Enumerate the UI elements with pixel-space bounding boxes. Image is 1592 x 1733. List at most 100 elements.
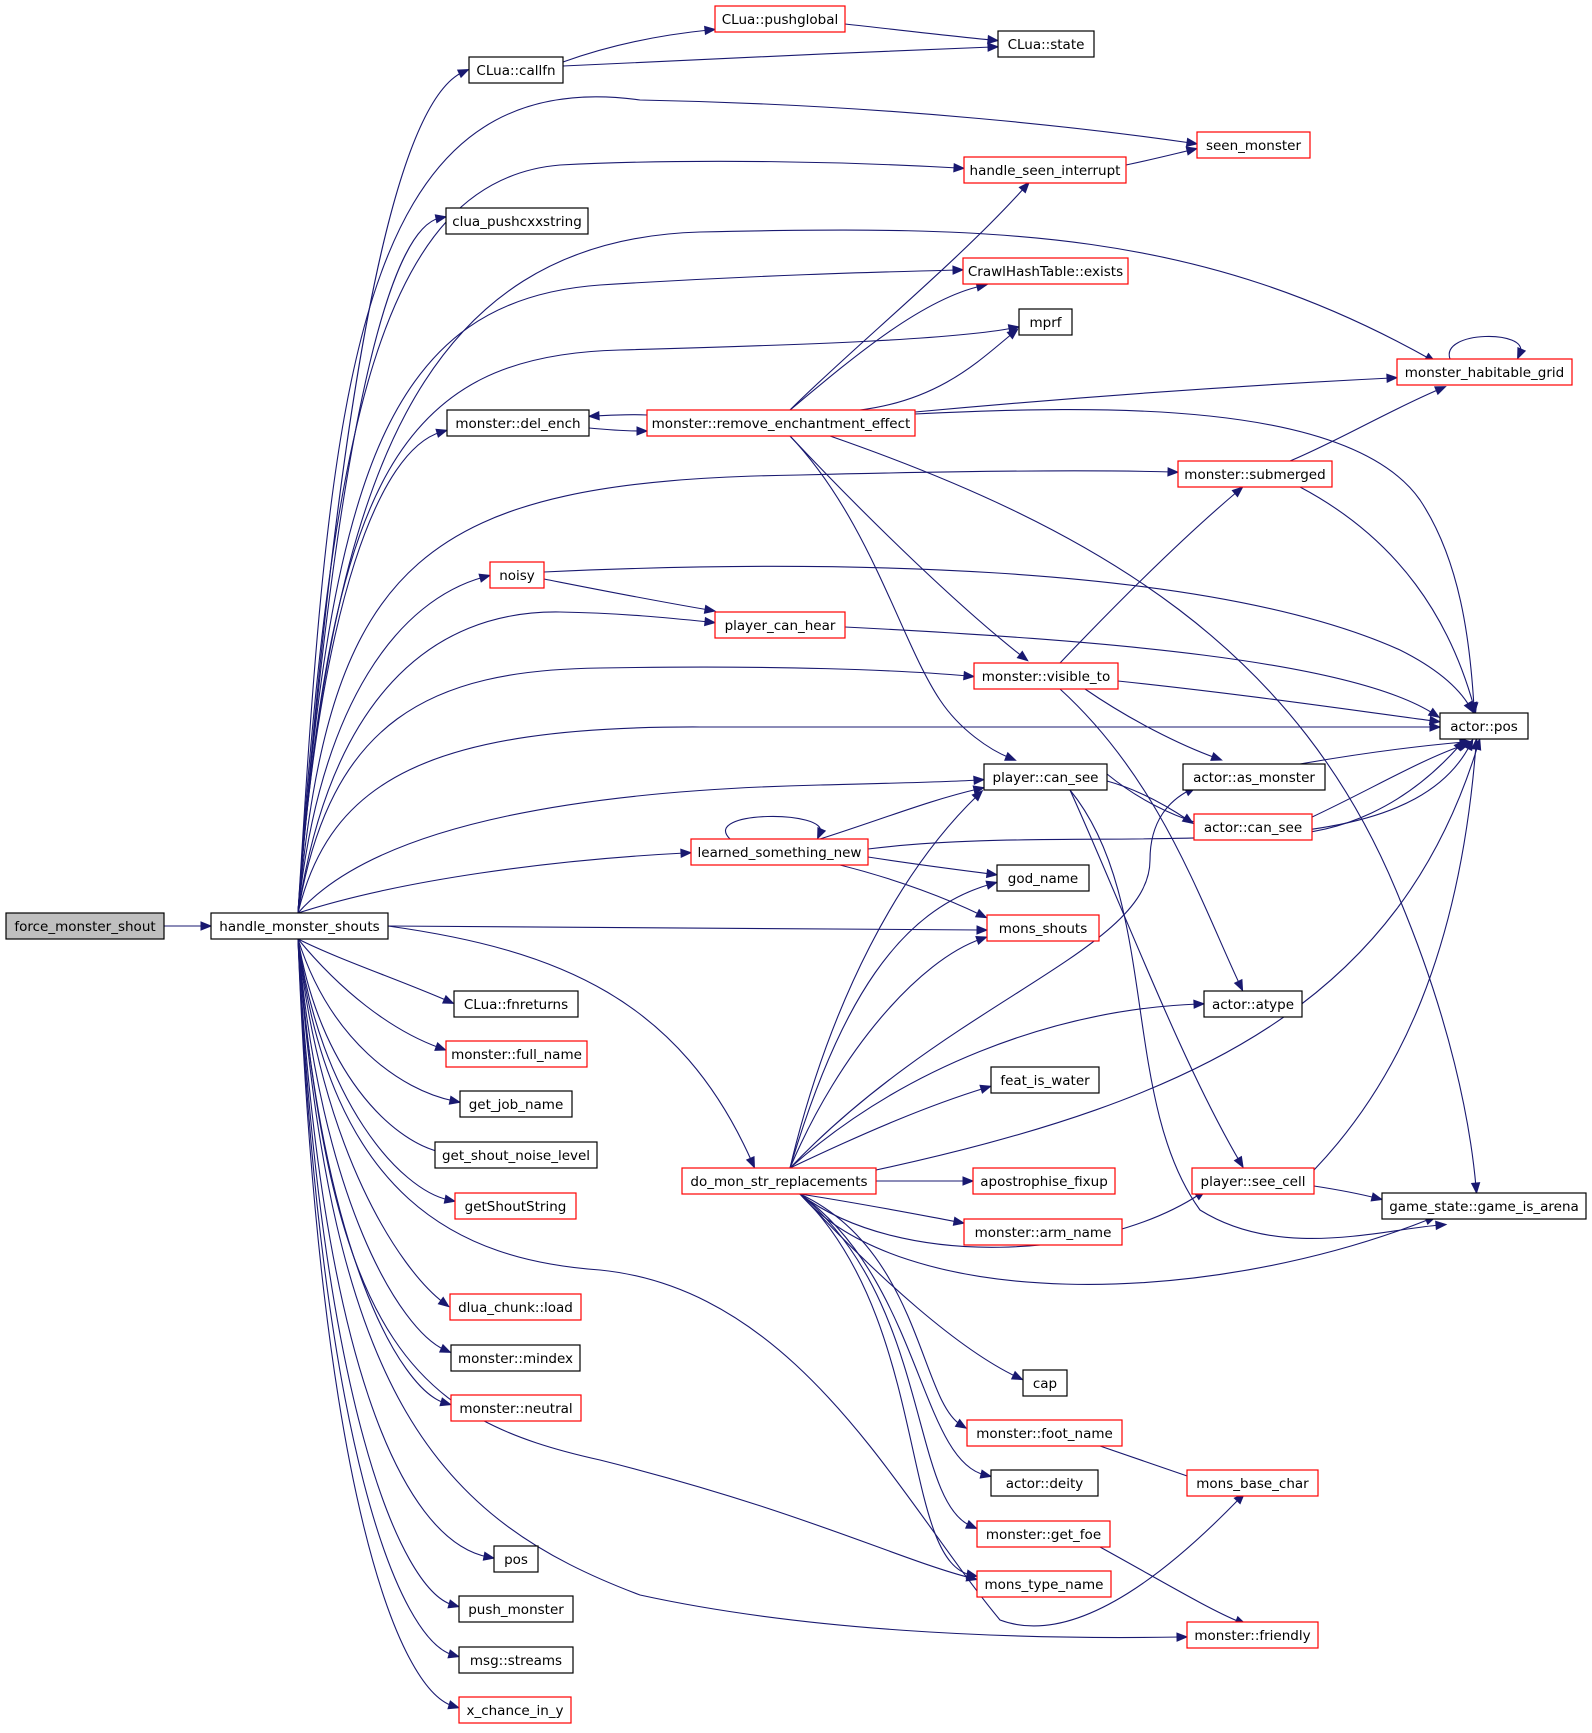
graph-node[interactable]: CrawlHashTable::exists [962,257,1129,285]
node-box [1196,131,1311,159]
graph-node[interactable]: force_monster_shout [5,912,165,940]
call-edge [297,428,449,914]
graph-node[interactable]: monster::submerged [1177,460,1333,488]
call-edge [789,880,999,1169]
graph-node[interactable]: handle_seen_interrupt [963,156,1127,184]
edge-arrowhead [448,1095,462,1105]
graph-node[interactable]: apostrophise_fixup [972,1167,1116,1195]
graph-node[interactable]: pos [493,1545,539,1573]
call-edge [799,1193,1024,1381]
graph-node[interactable]: actor::as_monster [1182,763,1326,791]
edge-arrowhead [1429,722,1442,732]
node-label: push_monster [468,1602,564,1618]
graph-node[interactable]: actor::deity [990,1469,1099,1497]
node-box [1396,358,1573,386]
edge-arrowhead [1470,1182,1481,1195]
node-label: monster::full_name [451,1047,582,1063]
graph-node[interactable]: CLua::state [997,30,1095,58]
node-label: CLua::state [1008,37,1085,53]
graph-node[interactable]: mprf [1018,308,1073,336]
graph-node[interactable]: actor::atype [1203,990,1303,1018]
graph-node[interactable]: monster::full_name [445,1040,588,1068]
edge-line [829,435,1477,1188]
graph-node[interactable]: game_state::game_is_arena [1381,1192,1587,1220]
graph-node[interactable]: mons_shouts [986,914,1100,942]
graph-node[interactable]: noisy [489,561,545,589]
node-box [468,56,564,84]
graph-node[interactable]: monster_habitable_grid [1396,358,1573,386]
edge-line [1309,744,1465,819]
graph-node[interactable]: player::can_see [983,763,1108,791]
edge-arrowhead [985,880,999,890]
edge-arrowhead [1463,700,1474,714]
node-label: apostrophise_fixup [980,1174,1108,1190]
graph-node[interactable]: CLua::fnreturns [453,990,579,1018]
edge-line [789,435,1024,658]
graph-node[interactable]: mons_type_name [976,1570,1112,1598]
edge-arrowhead [1193,999,1206,1009]
edge-arrowhead [1386,373,1399,383]
edge-arrowhead [587,411,600,421]
call-edge [839,864,988,919]
node-box [966,1419,1123,1447]
node-box [1182,763,1326,791]
graph-node[interactable]: monster::arm_name [963,1218,1123,1246]
graph-node[interactable]: player_can_hear [714,611,846,639]
graph-node[interactable]: monster::remove_enchantment_effect [646,409,916,437]
graph-node[interactable]: seen_monster [1196,131,1311,159]
graph-node[interactable]: do_mon_str_replacements [681,1167,877,1195]
edge-line [297,779,979,914]
graph-node[interactable]: monster::mindex [450,1344,581,1372]
node-box [1203,990,1303,1018]
graph-node[interactable]: get_job_name [459,1090,573,1118]
node-box [5,912,165,940]
graph-node[interactable]: monster::visible_to [973,662,1119,690]
graph-node[interactable]: msg::streams [458,1646,574,1674]
graph-node[interactable]: mons_base_char [1186,1469,1319,1497]
edge-arrowhead [1176,1632,1189,1642]
graph-node[interactable]: actor::can_see [1193,813,1313,841]
graph-node[interactable]: monster::del_ench [446,409,590,437]
graph-node[interactable]: CLua::callfn [468,56,564,84]
edge-line [1069,789,1241,1163]
edge-line [1117,680,1435,722]
node-box [210,912,389,940]
edge-line [297,938,454,1707]
graph-node[interactable]: dlua_chunk::load [449,1293,582,1321]
call-edge [799,1193,966,1226]
edge-line [297,938,445,1304]
edge-line [543,578,710,611]
graph-node[interactable]: learned_something_new [690,838,869,866]
call-edge [297,96,1199,914]
graph-node[interactable]: monster::foot_name [966,1419,1123,1447]
call-edge [297,938,452,1353]
graph-node[interactable]: handle_monster_shouts [210,912,389,940]
edge-line [1448,335,1522,360]
node-box [450,1394,582,1422]
graph-node[interactable]: push_monster [458,1595,574,1623]
graph-node[interactable]: monster::get_foe [976,1520,1111,1548]
graph-node[interactable]: cap [1022,1369,1068,1397]
graph-node[interactable]: monster::neutral [450,1394,582,1422]
edge-line [799,1193,959,1223]
node-box [458,1595,574,1623]
graph-node[interactable]: player::see_cell [1191,1167,1315,1195]
graph-node[interactable]: clua_pushcxxstring [445,207,589,235]
graph-node[interactable]: actor::pos [1439,712,1529,740]
call-edge [297,160,966,914]
edge-arrowhead [434,214,448,224]
edge-arrowhead [1428,715,1442,726]
call-edge [297,938,461,1710]
graph-node[interactable]: x_chance_in_y [458,1696,572,1724]
graph-node[interactable]: god_name [996,864,1090,892]
graph-node[interactable]: getShoutString [454,1192,577,1220]
node-box [449,1293,582,1321]
graph-node[interactable]: CLua::pushglobal [714,5,846,33]
graph-node[interactable]: feat_is_water [990,1066,1100,1094]
edge-arrowhead [817,826,827,840]
graph-node[interactable]: get_shout_noise_level [434,1141,598,1169]
call-edge [297,229,1437,914]
graph-node[interactable]: monster::friendly [1186,1621,1319,1649]
edge-line [844,626,1435,715]
node-label: monster_habitable_grid [1405,365,1564,381]
